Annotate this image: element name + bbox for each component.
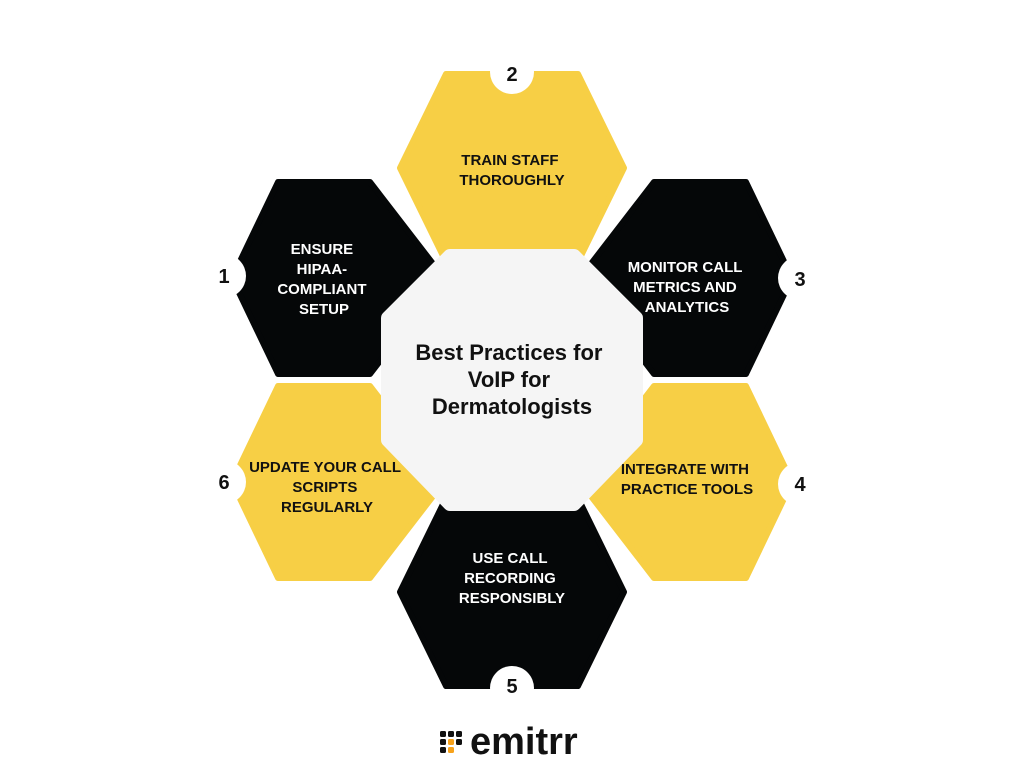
- step-5-label-line: USE CALL: [473, 550, 548, 567]
- step-3-label: MONITOR CALL METRICS AND ANALYTICS: [628, 259, 747, 316]
- step-6-badge: [202, 460, 246, 504]
- step-6-label-line: SCRIPTS: [292, 479, 357, 496]
- step-3-label-line: MONITOR CALL: [628, 259, 743, 276]
- page-title: Best Practices for VoIP for Dermatologis…: [415, 340, 608, 419]
- step-4-label-line: PRACTICE TOOLS: [621, 481, 753, 498]
- step-3-number: 3: [794, 269, 805, 291]
- brand-logo: emitrr: [440, 721, 578, 763]
- step-2-label-line: THOROUGHLY: [459, 172, 564, 189]
- step-6-label: UPDATE YOUR CALL SCRIPTS REGULARLY: [249, 459, 405, 516]
- step-1-label-line: COMPLIANT: [277, 281, 366, 298]
- step-5-hexagon: 5 USE CALL RECORDING RESPONSIBLY: [397, 495, 627, 710]
- step-6-label-line: UPDATE YOUR CALL: [249, 459, 401, 476]
- step-2-label: TRAIN STAFF THOROUGHLY: [459, 152, 564, 189]
- step-1-label: ENSURE HIPAA- COMPLIANT SETUP: [277, 241, 370, 318]
- step-1-label-line: ENSURE: [291, 241, 354, 258]
- step-2-number: 2: [506, 64, 517, 86]
- step-4-number: 4: [794, 474, 806, 496]
- brand-name: emitrr: [470, 721, 578, 763]
- step-5-label-line: RECORDING: [464, 570, 556, 587]
- step-4-label-line: INTEGRATE WITH: [621, 461, 749, 478]
- step-5-number: 5: [506, 676, 517, 698]
- step-5-label-line: RESPONSIBLY: [459, 590, 565, 607]
- step-1-number: 1: [218, 266, 229, 288]
- center-octagon: [381, 249, 643, 511]
- step-5-label: USE CALL RECORDING RESPONSIBLY: [459, 550, 565, 607]
- step-2-hexagon: 2 TRAIN STAFF THOROUGHLY: [397, 50, 627, 265]
- step-1-label-line: SETUP: [299, 301, 349, 318]
- step-2-badge: [490, 50, 534, 94]
- page-title-line: Best Practices for: [415, 340, 603, 365]
- step-1-badge: [202, 254, 246, 298]
- center-title-block: Best Practices for VoIP for Dermatologis…: [381, 249, 643, 511]
- step-3-label-line: ANALYTICS: [645, 299, 729, 316]
- step-3-badge: [778, 256, 822, 300]
- step-4-badge: [778, 462, 822, 506]
- step-1-label-line: HIPAA-: [297, 261, 348, 278]
- step-6-number: 6: [218, 472, 229, 494]
- step-2-label-line: TRAIN STAFF: [461, 152, 558, 169]
- step-4-label: INTEGRATE WITH PRACTICE TOOLS: [621, 461, 753, 498]
- page-title-line: VoIP for: [468, 367, 551, 392]
- step-3-label-line: METRICS AND: [633, 279, 737, 296]
- step-6-label-line: REGULARLY: [281, 499, 373, 516]
- page-title-line: Dermatologists: [432, 394, 592, 419]
- dot-grid-logo-icon: [440, 731, 462, 753]
- step-5-badge: [490, 666, 534, 710]
